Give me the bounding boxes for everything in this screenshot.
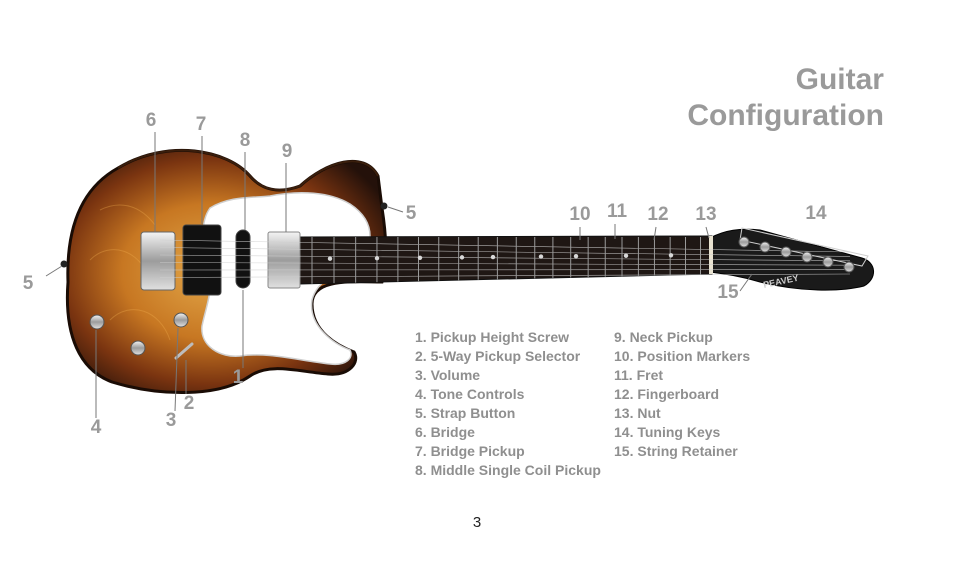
callout-10-position-markers: 10 (569, 204, 591, 225)
legend-item-2: 2. 5-Way Pickup Selector (415, 348, 581, 364)
legend-item-10: 10. Position Markers (614, 348, 751, 364)
callout-13-nut: 13 (695, 204, 717, 225)
legend-item-4: 4. Tone Controls (415, 386, 525, 402)
strap-button-horn (380, 202, 388, 210)
tuning-keys (738, 236, 855, 273)
legend-item-13: 13. Nut (614, 405, 661, 421)
callout-3-volume: 3 (165, 410, 177, 431)
callout-leader-line (387, 206, 404, 213)
title-line-2: Configuration (687, 99, 884, 132)
callout-4-tone-controls: 4 (90, 417, 102, 438)
legend-item-8: 8. Middle Single Coil Pickup (415, 462, 601, 478)
tuning-key (843, 261, 855, 273)
body-binding (117, 149, 379, 192)
legend-left-column: 1. Pickup Height Screw 2. 5-Way Pickup S… (415, 328, 601, 480)
callout-7-bridge-pickup: 7 (195, 114, 207, 135)
bridge-hardware (140, 231, 176, 291)
string (159, 273, 851, 278)
legend-item-6: 6. Bridge (415, 424, 475, 440)
position-marker-dot (623, 253, 629, 258)
callout-5-strap-button-bottom: 5 (22, 273, 34, 294)
volume-knob (173, 312, 189, 328)
neck-pickup (267, 231, 301, 289)
tuning-key (822, 256, 834, 268)
legend-item-12: 12. Fingerboard (614, 386, 720, 402)
tone-knob-2 (130, 340, 146, 356)
title-line-1: Guitar (795, 63, 884, 96)
position-marker-dot (459, 255, 465, 260)
string (159, 262, 851, 266)
legend-item-5: 5. Strap Button (415, 405, 516, 421)
legend-right-column: 9. Neck Pickup 10. Position Markers 11. … (614, 328, 750, 461)
callout-2-pickup-selector: 2 (183, 393, 195, 414)
legend-item-7: 7. Bridge Pickup (415, 443, 525, 459)
tuning-key (738, 236, 750, 248)
legend-item-14: 14. Tuning Keys (614, 424, 721, 440)
callout-6-bridge: 6 (145, 110, 157, 131)
middle-pickup (235, 229, 251, 289)
position-marker-dot (490, 254, 496, 260)
position-marker-dot (668, 253, 674, 258)
tone-knob-1 (89, 314, 105, 330)
tuning-key (780, 246, 792, 258)
callout-9-neck-pickup: 9 (281, 141, 293, 162)
fingerboard (299, 235, 713, 285)
callout-15-string-retainer: 15 (717, 282, 739, 303)
string (159, 247, 851, 257)
tuning-key (801, 251, 813, 263)
callout-12-fingerboard: 12 (647, 204, 669, 225)
strap-button-bottom (60, 260, 68, 268)
position-marker-dot (417, 255, 423, 260)
page-title: Guitar Configuration (687, 62, 884, 134)
bridge-pickup (182, 224, 222, 296)
tuning-key (759, 241, 771, 253)
nut (709, 236, 713, 274)
callout-5-strap-button-horn: 5 (405, 203, 417, 224)
callout-8-middle-pickup: 8 (239, 130, 251, 151)
callout-11-fret: 11 (606, 201, 628, 222)
callout-14-tuning-keys: 14 (805, 203, 827, 224)
callout-leader-line (45, 265, 63, 277)
position-marker-dot (374, 256, 380, 261)
legend-item-11: 11. Fret (614, 367, 664, 383)
callout-leader-line (174, 327, 179, 412)
legend-item-9: 9. Neck Pickup (614, 329, 713, 345)
callout-leaders (45, 132, 753, 418)
callout-leader-line (739, 273, 753, 292)
string (159, 239, 851, 253)
position-marker-dot (538, 254, 544, 259)
position-marker-dot (573, 254, 579, 259)
callout-leader-line (653, 226, 657, 241)
callout-leader-line (705, 226, 710, 239)
legend-item-15: 15. String Retainer (614, 443, 738, 459)
strings (159, 239, 851, 278)
callout-1-pickup-height-screw: 1 (232, 367, 244, 388)
string (159, 254, 851, 262)
legend-item-3: 3. Volume (415, 367, 481, 383)
position-marker-dot (327, 256, 333, 261)
pickup-selector (174, 342, 194, 360)
position-markers (327, 253, 674, 261)
legend-item-1: 1. Pickup Height Screw (415, 329, 570, 345)
page-number: 3 (472, 514, 482, 531)
